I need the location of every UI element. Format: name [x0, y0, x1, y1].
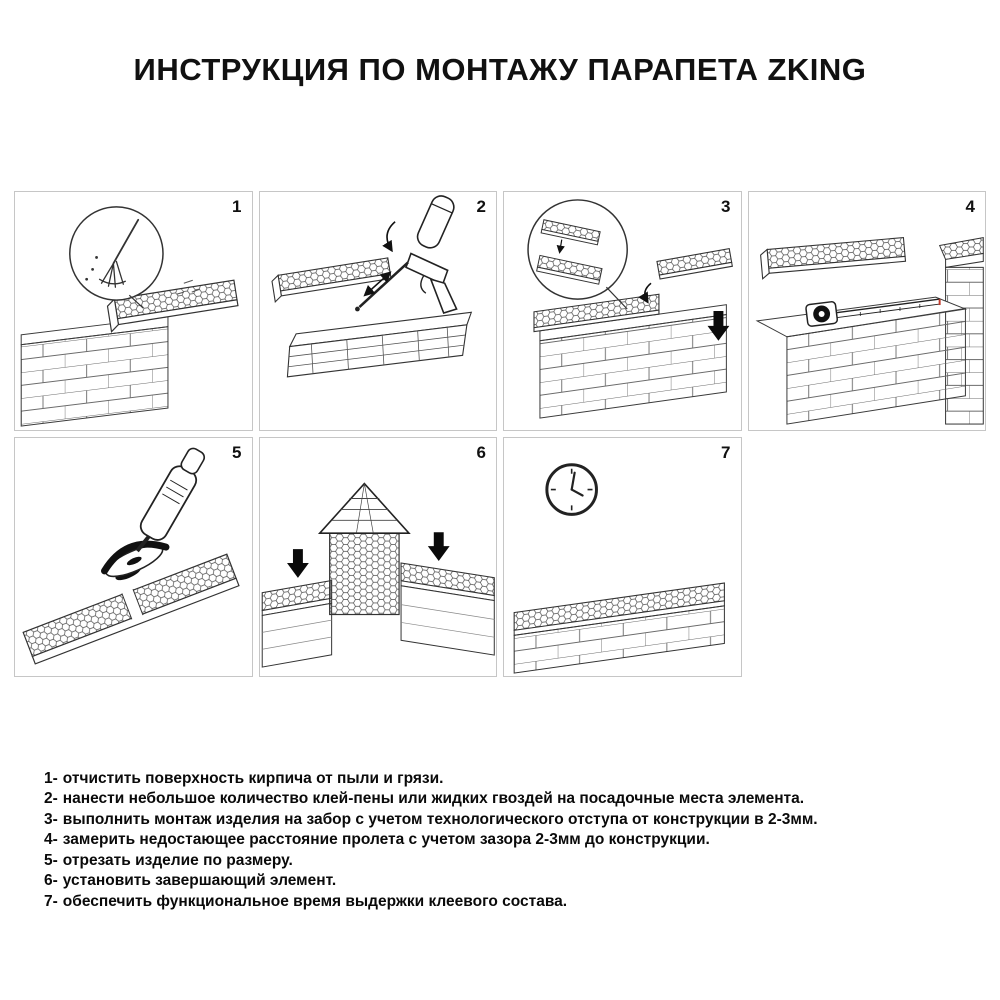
- down-arrow-icon: [286, 549, 309, 578]
- gap-detail-circle: [527, 199, 628, 310]
- brick-wall: [533, 293, 727, 419]
- instruction-list: 1-отчистить поверхность кирпича от пыли …: [44, 769, 980, 912]
- step-panel-4: 4: [747, 191, 986, 431]
- instruction-line-5: 5-отрезать изделие по размеру.: [44, 851, 293, 869]
- parapet-element-underside: [286, 311, 472, 378]
- step-panel-5: 5: [14, 437, 253, 677]
- step-panel-1: 1: [14, 191, 253, 431]
- clock-icon: [545, 463, 598, 516]
- foam-gun-icon: [354, 195, 458, 314]
- step-7-illustration: [513, 463, 725, 674]
- instruction-line-6: 6-установить завершающий элемент.: [44, 872, 337, 890]
- brick-wall: [785, 307, 966, 425]
- brick-wall: [513, 582, 725, 674]
- step-panel-3: 3: [503, 191, 742, 431]
- pillar: [317, 482, 411, 616]
- broom-icon: [85, 218, 140, 288]
- down-arrow-icon: [427, 532, 450, 561]
- down-arrow-icon: [707, 311, 730, 341]
- panel-6-number: 6: [476, 443, 486, 462]
- panel-7-number: 7: [721, 443, 731, 462]
- angle-grinder-icon: [101, 447, 206, 581]
- step-2-illustration: [270, 195, 472, 378]
- brick-wall: [20, 316, 169, 427]
- step-5-illustration: [22, 447, 240, 665]
- place-arrow-icon: [638, 282, 652, 304]
- instruction-line-2: 2-нанести небольшое количество клей-пены…: [44, 790, 805, 808]
- panel-4-number: 4: [965, 197, 975, 216]
- step-1-illustration: [20, 206, 239, 427]
- parapet-element: [22, 553, 240, 665]
- parapet-element: [759, 236, 906, 280]
- step-3-illustration: [527, 199, 733, 419]
- step-4-illustration: [755, 236, 984, 425]
- panel-2-number: 2: [476, 197, 486, 216]
- pillar-roof: [317, 482, 411, 534]
- apply-arrow-icon: [362, 271, 392, 297]
- step-panel-2: 2: [258, 191, 497, 431]
- panel-3-number: 3: [721, 197, 731, 216]
- panel-5-number: 5: [232, 443, 242, 462]
- step-panel-6: 6: [258, 437, 497, 677]
- instruction-line-1: 1-отчистить поверхность кирпича от пыли …: [44, 770, 444, 787]
- shake-arrow-icon: [381, 221, 396, 253]
- page-title: ИНСТРУКЦИЯ ПО МОНТАЖУ ПАРАПЕТА ZKING: [133, 52, 867, 87]
- dust-marks: [176, 279, 200, 295]
- tape-measure-icon: [804, 298, 941, 327]
- clean-detail-circle: [69, 206, 164, 309]
- parapet-element-new: [656, 248, 733, 280]
- steps-grid: 1: [14, 191, 986, 677]
- parapet-element: [533, 293, 660, 333]
- right-wall: [400, 562, 495, 656]
- step-panel-7: 7: [503, 437, 742, 677]
- left-wall: [261, 579, 332, 668]
- panel-1-number: 1: [232, 197, 242, 216]
- instruction-line-7: 7-обеспечить функциональное время выдерж…: [44, 892, 568, 910]
- instruction-line-4: 4-замерить недостающее расстояние пролет…: [44, 831, 710, 849]
- parapet-element: [106, 279, 239, 333]
- instruction-line-3: 3-выполнить монтаж изделия на забор с уч…: [44, 810, 818, 828]
- step-6-illustration: [261, 482, 495, 668]
